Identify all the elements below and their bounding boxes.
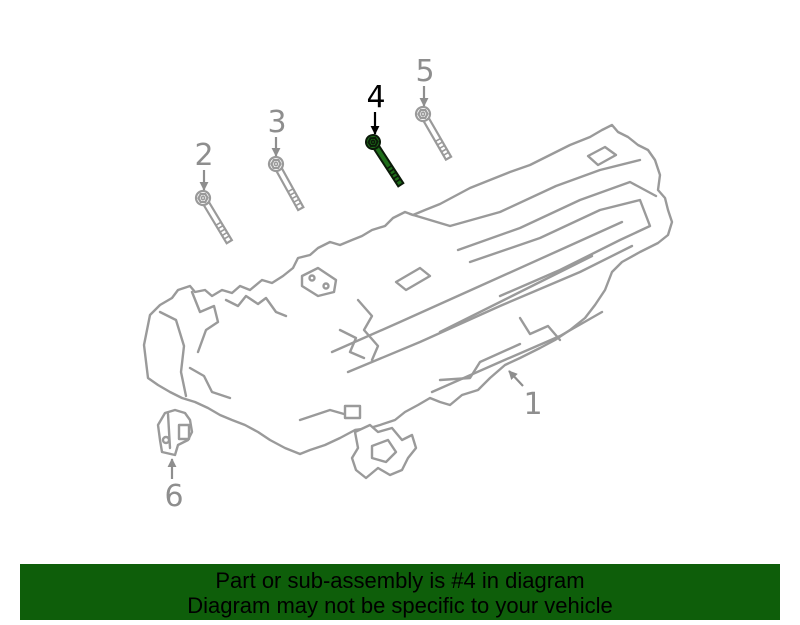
- parts-diagram: 1 2 3 4 5 6: [142, 54, 674, 514]
- case-pad: [394, 266, 432, 292]
- mount-boss: [300, 266, 338, 298]
- transmission-assembly: [142, 123, 674, 480]
- case-top-ridge: [408, 158, 642, 228]
- case-ridge-inner: [438, 254, 594, 334]
- bell-housing-flange: [224, 294, 288, 318]
- callout-4: 4: [366, 80, 385, 115]
- bell-housing-rib-lower: [188, 366, 232, 400]
- bolt-5: [414, 105, 453, 162]
- banner-line-part: Part or sub-assembly is #4 in diagram: [215, 568, 585, 593]
- case-rib-center: [356, 298, 380, 362]
- case-ridge-mid: [346, 244, 634, 374]
- sensor-edge: [166, 412, 172, 450]
- case-top-box: [586, 145, 618, 167]
- bell-housing-seam: [158, 310, 188, 398]
- case-lower-line: [298, 408, 346, 422]
- bell-housing-rib: [190, 290, 220, 354]
- bolt-3: [267, 155, 305, 212]
- speed-sensor: [156, 408, 194, 457]
- mount-boss-hole-a: [308, 274, 316, 282]
- output-flange: [350, 423, 418, 480]
- part-info-banner: Part or sub-assembly is #4 in diagram Di…: [20, 564, 780, 620]
- callout-5: 5: [415, 54, 434, 89]
- case-side-line: [456, 180, 658, 252]
- mount-boss-hole-b: [322, 282, 330, 290]
- output-flange-hub: [370, 438, 398, 464]
- case-ridge-upper: [330, 220, 624, 354]
- callout-1: 1: [523, 387, 542, 422]
- callout-6: 6: [164, 479, 183, 514]
- case-valve-body: [468, 198, 652, 298]
- callout-2: 2: [194, 138, 213, 173]
- bolt-2: [194, 189, 234, 245]
- sensor-connector: [177, 423, 191, 441]
- oil-pan-lower: [438, 342, 522, 382]
- callout-3: 3: [267, 105, 286, 140]
- oil-pan: [430, 310, 604, 394]
- sensor-body: [156, 408, 194, 457]
- case-rib-left: [338, 328, 366, 360]
- leader-arrow-1: [508, 370, 524, 387]
- wiring-connector: [343, 404, 362, 420]
- bolt-4-highlighted: [365, 134, 405, 188]
- banner-line-disclaimer: Diagram may not be specific to your vehi…: [187, 593, 613, 618]
- case-rib-right: [518, 316, 562, 342]
